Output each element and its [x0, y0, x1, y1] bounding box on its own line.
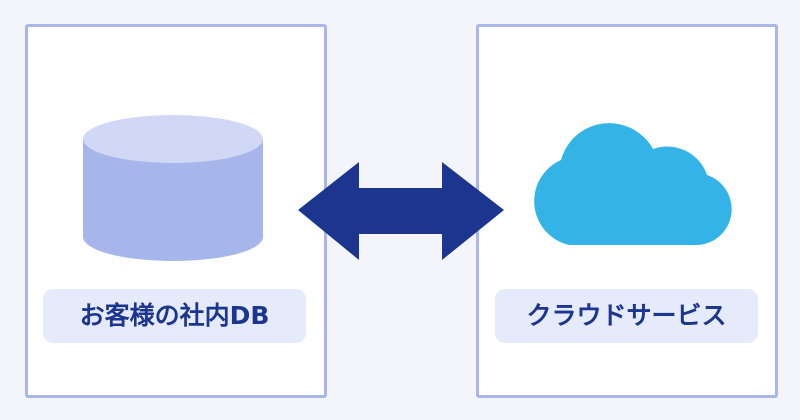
cloud-service-panel: クラウドサービス	[476, 24, 778, 398]
on-premise-db-panel: お客様の社内DB	[25, 24, 327, 398]
database-icon	[83, 115, 263, 261]
cloud-service-label: クラウドサービス	[495, 289, 758, 343]
on-premise-db-label: お客様の社内DB	[43, 289, 306, 343]
cloud-icon	[534, 123, 732, 245]
bidirectional-arrow-icon	[298, 162, 504, 260]
